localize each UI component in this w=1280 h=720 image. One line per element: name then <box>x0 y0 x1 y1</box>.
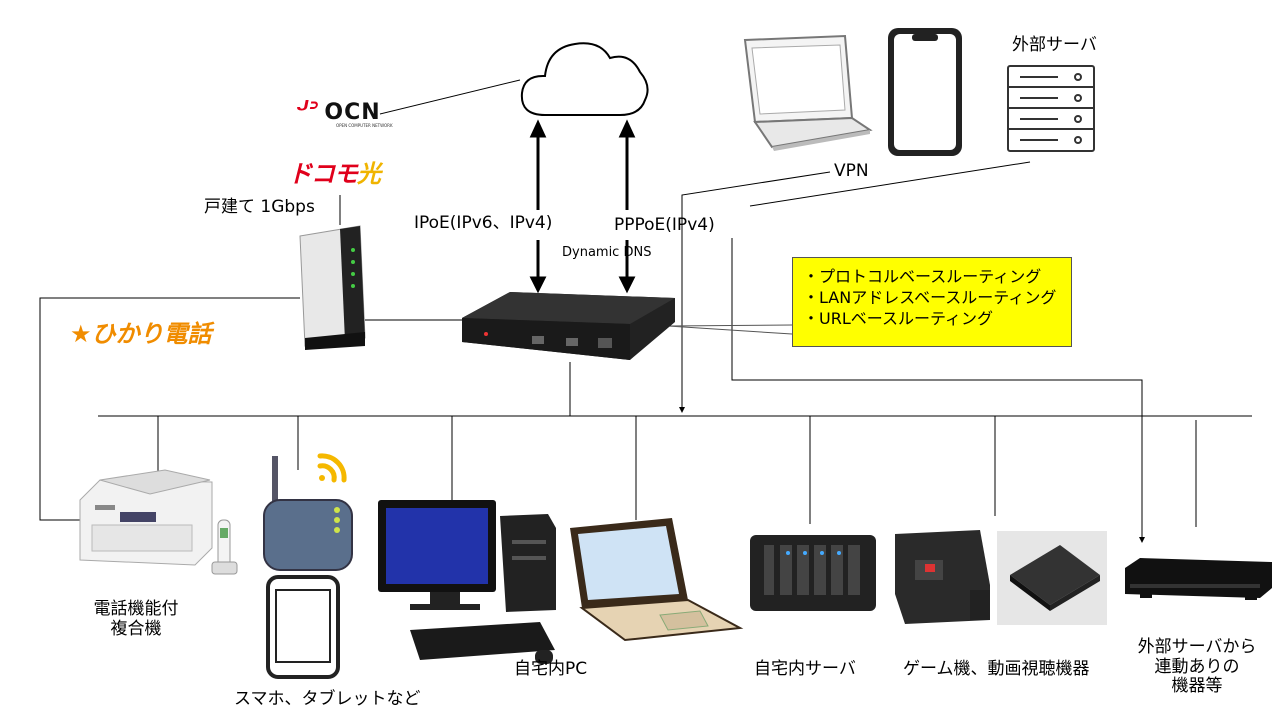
ocn-mark-icon: ᒢᐣ <box>296 96 320 126</box>
streaming-box-icon <box>997 531 1107 625</box>
tablet-icon <box>266 575 340 679</box>
home-1gbps-label: 戸建て 1Gbps <box>204 197 315 217</box>
smartphone-tablet-label: スマホ、タブレットなど <box>234 689 421 709</box>
wifi-signal-icon <box>317 453 347 483</box>
fax-multifunction-label: 電話機能付 複合機 <box>86 599 186 639</box>
uplink-arrows <box>529 119 636 294</box>
home-server-label: 自宅内サーバ <box>754 659 856 679</box>
desktop-pc-icon <box>378 500 556 664</box>
pppoe-label: PPPoE(IPv4) <box>614 215 715 235</box>
docomo-hikari-mark: 光 <box>357 160 381 188</box>
ocn-logo: ᒢᐣ OCN OPEN COMPUTER NETWORK <box>296 96 393 128</box>
external-server-label: 外部サーバ <box>1012 35 1097 55</box>
linked-devices-label-line2: 連動ありの <box>1154 656 1240 677</box>
linked-devices-label-line3: 機器等 <box>1171 676 1223 697</box>
ocn-sub: OPEN COMPUTER NETWORK <box>336 123 393 128</box>
callout-item-protocol: ・プロトコルベースルーティング <box>803 267 1042 286</box>
linked-devices-label: 外部サーバから 連動ありの 機器等 <box>1132 637 1262 697</box>
wifi-ap-icon <box>263 456 353 571</box>
home-pc-label: 自宅内PC <box>514 659 588 679</box>
nas-icon <box>750 535 876 611</box>
hikari-denwa-logo: ★ひかり電話 <box>70 314 212 349</box>
smartphone-icon <box>888 28 962 156</box>
callout-item-url: ・URLベースルーティング <box>803 309 993 328</box>
cordless-phone-icon <box>211 519 238 575</box>
ocn-name: OCN <box>324 100 381 125</box>
laptop-pc-icon <box>570 518 744 642</box>
dynamic-dns-label: Dynamic DNS <box>562 245 652 260</box>
fax-multifunction-label-line2: 複合機 <box>110 618 162 639</box>
ipoe-label: IPoE(IPv6、IPv4) <box>414 213 553 233</box>
docomo-hikari-logo: ドコモ光 <box>288 154 381 189</box>
vpn-label: VPN <box>834 161 869 181</box>
server-icon <box>1007 65 1095 152</box>
docomo-name: ドコモ <box>288 160 358 188</box>
connection-lines <box>39 79 1252 543</box>
callout-item-lan-address: ・LANアドレスベースルーティング <box>803 288 1057 307</box>
fax-multifunction-label-line1: 電話機能付 <box>93 599 179 619</box>
printer-icon <box>79 469 213 566</box>
hikari-denwa-star-icon: ★ <box>70 320 92 348</box>
game-video-label: ゲーム機、動画視聴機器 <box>903 659 1090 679</box>
onu-icon <box>299 225 366 350</box>
cloud-icon <box>520 42 649 116</box>
game-console-icon <box>895 530 990 624</box>
routing-callout: ・プロトコルベースルーティング ・LANアドレスベースルーティング ・URLベー… <box>792 257 1072 347</box>
set-top-box-icon <box>1125 558 1272 600</box>
hikari-denwa-name: ひかり電話 <box>91 320 212 348</box>
laptop-icon <box>743 34 873 151</box>
linked-devices-label-line1: 外部サーバから <box>1137 637 1257 657</box>
router-icon <box>462 292 675 360</box>
